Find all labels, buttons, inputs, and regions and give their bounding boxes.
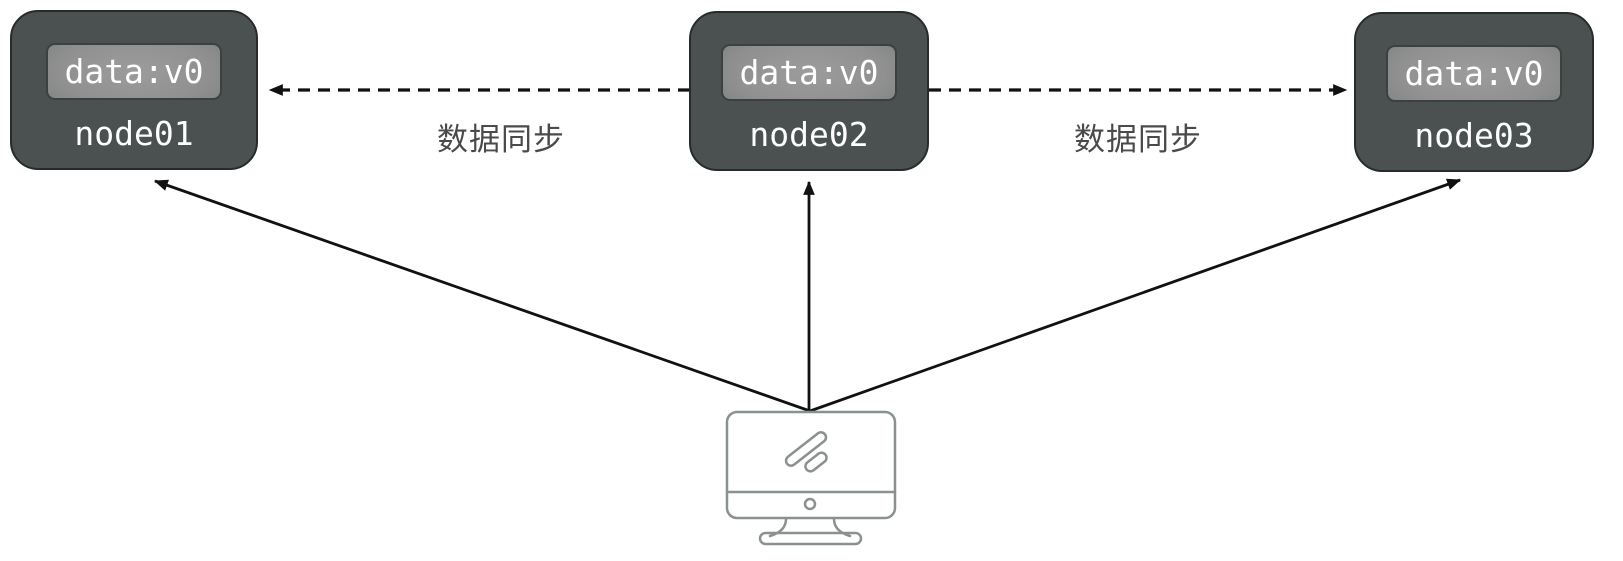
data-version-text: data:v0: [1404, 54, 1544, 93]
node-node02: data:v0 node02: [689, 11, 929, 171]
data-version-badge: data:v0: [1386, 45, 1562, 102]
data-version-text: data:v0: [64, 52, 204, 91]
monitor-slash-large: [784, 431, 828, 467]
sync-link-label: 数据同步: [1074, 122, 1202, 158]
monitor-stand-base: [758, 531, 863, 546]
client-arrow-monitor-to-node03: [809, 178, 1462, 413]
monitor-slash-small: [804, 451, 828, 473]
client-arrow-monitor-to-node01: [153, 179, 811, 413]
sync-link-label: 数据同步: [437, 122, 565, 158]
monitor-stand-neck-left: [768, 517, 788, 538]
node-label: node01: [74, 114, 194, 153]
data-version-badge: data:v0: [46, 43, 222, 100]
monitor-stand-neck-right: [832, 517, 852, 538]
node-node01: data:v0 node01: [10, 10, 258, 170]
node-label: node02: [749, 115, 869, 154]
node-label: node03: [1414, 116, 1534, 155]
node-node03: data:v0 node03: [1354, 12, 1594, 172]
monitor-icon: [725, 410, 897, 546]
monitor-button-dot: [803, 497, 817, 511]
monitor-screen: [725, 410, 897, 520]
data-version-text: data:v0: [739, 53, 879, 92]
data-version-badge: data:v0: [721, 44, 897, 101]
